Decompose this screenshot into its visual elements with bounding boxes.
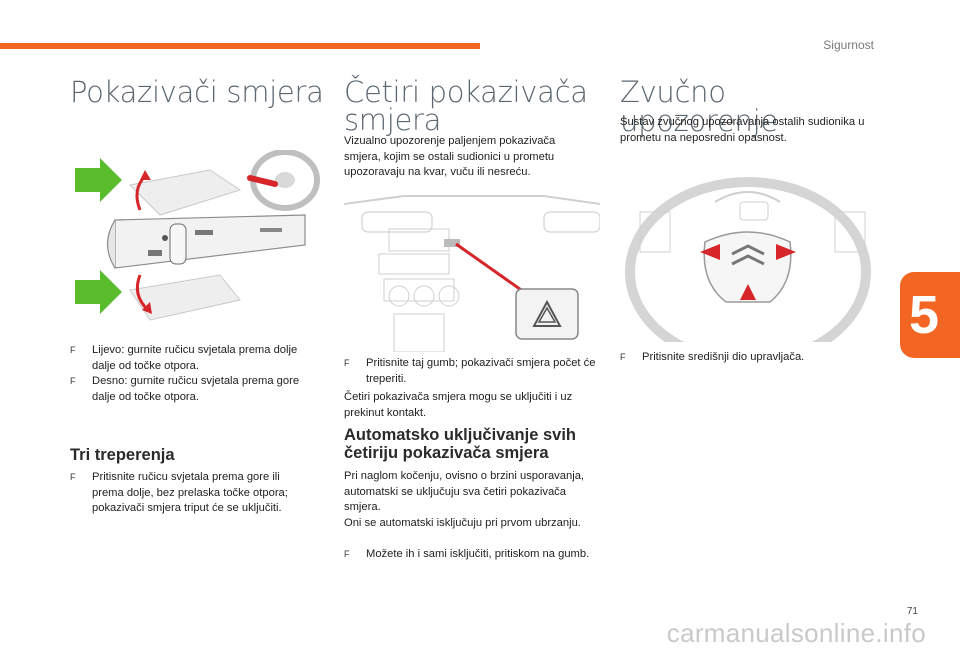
- three-flashes-heading: Tri treperenja: [70, 446, 175, 464]
- bullet-mark: F: [70, 376, 76, 386]
- stalk-illustration: [70, 150, 320, 330]
- hazard-ignition-off-note: Četiri pokazivača smjera mogu se uključi…: [344, 391, 573, 419]
- bullet-press-hazard: F Pritisnite taj gumb; pokazivači smjera…: [344, 357, 596, 385]
- hazard-intro: Vizualno upozorenje paljenjem pokazivača…: [344, 135, 556, 179]
- bullet-mark: F: [70, 472, 76, 482]
- hazard-title-line2: smjera: [344, 103, 442, 137]
- bullet-mark: F: [344, 549, 350, 559]
- bullet-mark: F: [620, 352, 626, 362]
- bullet-right-turn: F Desno: gurnite ručicu svjetala prema g…: [70, 375, 300, 403]
- bullet-three-flashes: F Pritisnite ručicu svjetala prema gore …: [70, 471, 288, 515]
- section-name: Sigurnost: [823, 38, 874, 52]
- top-accent-bar: [0, 43, 480, 49]
- chapter-tab: 5: [900, 272, 960, 358]
- auto-hazard-para-2: Oni se automatski isključuju pri prvom u…: [344, 517, 581, 529]
- auto-hazard-para-1: Pri naglom kočenju, ovisno o brzini uspo…: [344, 470, 585, 514]
- bullet-switch-off-hazard: F Možete ih i sami isključiti, pritiskom…: [344, 547, 600, 563]
- bullet-left-turn: F Lijevo: gurnite ručicu svjetala prema …: [70, 344, 298, 372]
- horn-title: Zvučno upozorenje: [620, 75, 778, 138]
- hazard-title-line1: Četiri pokazivača: [344, 75, 588, 109]
- dashboard-illustration: [344, 184, 600, 352]
- turn-signals-title: Pokazivači smjera: [70, 75, 324, 109]
- bullet-press-horn: F Pritisnite središnji dio upravljača.: [620, 350, 876, 366]
- steering-wheel-illustration: [620, 172, 876, 342]
- auto-hazard-heading: Automatsko uključivanje svih četiriju po…: [344, 426, 576, 462]
- bullet-mark: F: [70, 345, 76, 355]
- watermark: carmanualsonline.info: [666, 618, 926, 648]
- horn-intro: Sustav zvučnog upozoravanja ostalih sudi…: [620, 116, 865, 144]
- page-number: 71: [906, 606, 918, 617]
- bullet-mark: F: [344, 358, 350, 368]
